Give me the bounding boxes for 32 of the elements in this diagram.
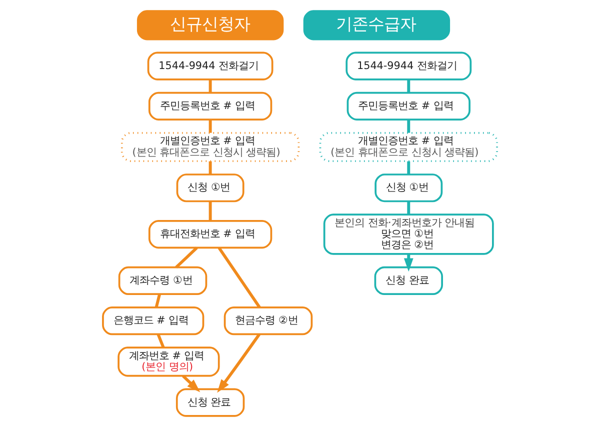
connector bbox=[406, 201, 410, 214]
node-box: 1544-9944 전화걸기 bbox=[345, 52, 472, 80]
connector bbox=[406, 120, 410, 133]
node-box: 개별인증번호 # 입력 (본인 휴대폰으로 신청시 생략됨) bbox=[120, 132, 300, 162]
node-box: 개별인증번호 # 입력 (본인 휴대폰으로 신청시 생략됨) bbox=[318, 132, 498, 162]
node-box: 신규신청자 bbox=[136, 10, 284, 40]
node-box: 신청 완료 bbox=[374, 266, 442, 296]
node-box: 신청 ①번 bbox=[374, 174, 442, 202]
node-box: 휴대전화번호 # 입력 bbox=[148, 220, 272, 249]
node-box: 신청 ①번 bbox=[176, 174, 244, 202]
connector bbox=[406, 161, 410, 174]
node-box: 신청 완료 bbox=[175, 388, 244, 417]
node-box: 계좌번호 # 입력 (본인 명의) bbox=[117, 346, 220, 377]
connector bbox=[406, 79, 410, 93]
connector bbox=[208, 201, 212, 221]
connector bbox=[208, 161, 212, 174]
arrow bbox=[216, 333, 260, 393]
connector bbox=[208, 79, 212, 93]
node-box: 1544-9944 전화걸기 bbox=[146, 52, 273, 80]
connector bbox=[217, 247, 260, 308]
arrow bbox=[182, 374, 200, 392]
node-box: 계좌수령 ①번 bbox=[118, 266, 207, 296]
node-box: 현금수령 ②번 bbox=[223, 306, 312, 336]
node-box: 본인의 전화·계좌번호가 안내됨 맞으면 ①번 변경은 ②번 bbox=[322, 214, 494, 255]
connector bbox=[156, 334, 164, 348]
connector bbox=[154, 294, 161, 308]
node-box: 주민등록번호 # 입력 bbox=[148, 92, 272, 120]
node-box: 주민등록번호 # 입력 bbox=[346, 92, 470, 120]
connector bbox=[208, 120, 212, 133]
node-box: 기존수급자 bbox=[302, 10, 450, 40]
node-box: 은행코드 # 입력 bbox=[102, 306, 204, 336]
connector bbox=[174, 246, 198, 268]
